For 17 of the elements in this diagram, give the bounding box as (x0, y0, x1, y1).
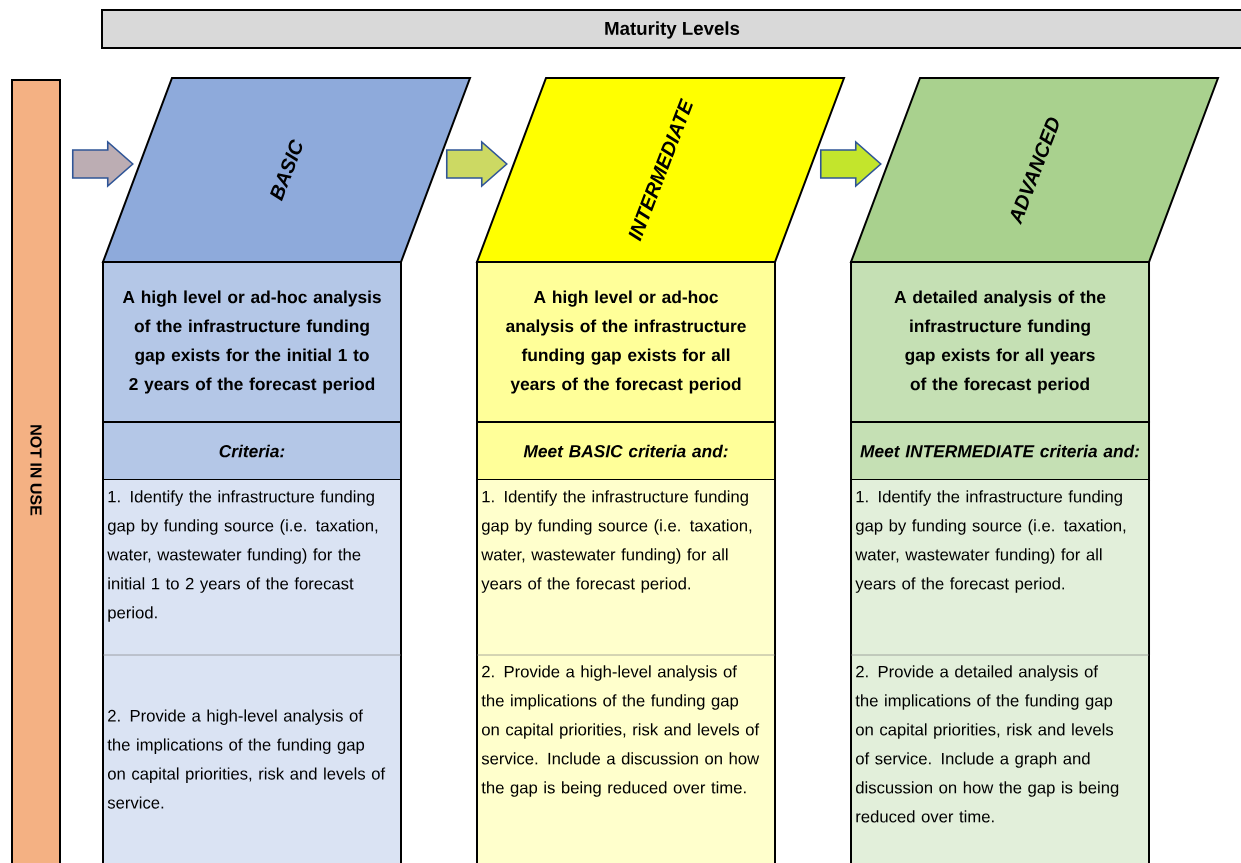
block-arrow (445, 140, 508, 188)
side-bar: NOT IN USE (11, 79, 61, 863)
block-arrow (71, 140, 134, 188)
criteria-cell: 1. Identify the infrastructure funding gap by funding source (i.e. taxation, water, wastewater funding) for all years of the forecast period. (850, 479, 1150, 656)
block-arrow (819, 140, 882, 188)
criteria-heading-cell: Meet BASIC criteria and: (476, 421, 776, 481)
node-label: 1. Identify the infrastructure funding gap by funding source (i.e. taxation, water, wastewater funding) for the initial 1 to 2 years of the forecast period. (107, 490, 378, 622)
criteria-cell: 2. Provide a high-level analysis of the implications of the funding gap on capital priorities, risk and levels of service. Include a discussion on how the gap is being reduced over time. (476, 654, 776, 863)
criteria-cell: 1. Identify the infrastructure funding gap by funding source (i.e. taxation, water, wastewater funding) for all years of the forecast period. (476, 479, 776, 656)
criteria-cell: 2. Provide a high-level analysis of the implications of the funding gap on capital priorities, risk and levels of service. (102, 654, 402, 863)
node-label: 1. Identify the infrastructure funding gap by funding source (i.e. taxation, water, wastewater funding) for all years of the forecast period. (855, 490, 1126, 593)
node-label: 1. Identify the infrastructure funding gap by funding source (i.e. taxation, water, wastewater funding) for all years of the forecast period. (481, 490, 752, 593)
criteria-heading-cell: Meet INTERMEDIATE criteria and: (850, 421, 1150, 481)
criteria-heading-cell: Criteria: (102, 421, 402, 481)
header-bar: Maturity Levels (101, 9, 1241, 49)
criteria-cell: 1. Identify the infrastructure funding gap by funding source (i.e. taxation, water, wastewater funding) for the initial 1 to 2 years of the forecast period. (102, 479, 402, 656)
criteria-cell: 2. Provide a detailed analysis of the implications of the funding gap on capital priorities, risk and levels of service. Include a graph and discussion on how the gap is being reduced over time. (850, 654, 1150, 863)
